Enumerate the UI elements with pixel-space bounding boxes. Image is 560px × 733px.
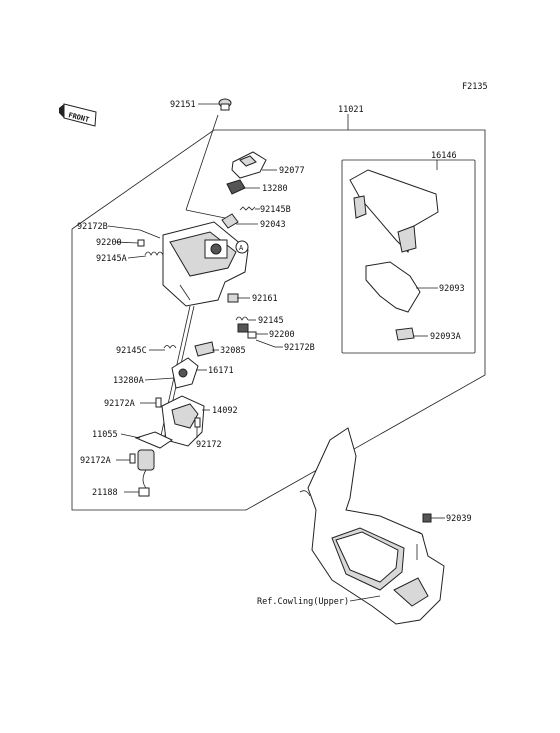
pin-92043 (221, 213, 239, 229)
screw-92172A-upper (155, 397, 162, 408)
lever-16171 (171, 357, 199, 389)
label-11055: 11055 (92, 430, 118, 440)
spring-92145 (235, 316, 249, 321)
label-92145B: 92145B (260, 205, 291, 215)
spring-92145B (239, 206, 256, 211)
label-92043: 92043 (260, 220, 286, 230)
cowling-upper-ref (299, 427, 445, 625)
svg-text:A: A (239, 244, 244, 252)
bolt-92151 (218, 98, 232, 111)
label-92145A: 92145A (96, 254, 127, 264)
bracket-11055 (134, 431, 174, 449)
label-92172A-upper: 92172A (104, 399, 135, 409)
label-14092: 14092 (212, 406, 238, 416)
label-16171: 16171 (208, 366, 234, 376)
label-92161: 92161 (252, 294, 278, 304)
label-92077: 92077 (279, 166, 305, 176)
part-92161 (227, 293, 239, 303)
pad-92093 (365, 261, 421, 313)
label-21188: 21188 (92, 488, 118, 498)
label-92172: 92172 (196, 440, 222, 450)
housing-main (162, 221, 249, 307)
screw-92172 (194, 417, 201, 428)
assembly-outline (71, 129, 486, 511)
label-13280: 13280 (262, 184, 288, 194)
label-13280A: 13280A (113, 376, 144, 386)
clip-92039 (422, 513, 432, 523)
figure-code: F2135 (462, 82, 488, 92)
washer-92200-right (247, 331, 257, 339)
label-16146: 16146 (431, 151, 457, 161)
label-11021: 11021 (338, 105, 364, 115)
label-92172A-lower: 92172A (80, 456, 111, 466)
pad-92093A (395, 327, 415, 341)
label-92172B-upper: 92172B (77, 222, 108, 232)
label-92039: 92039 (446, 514, 472, 524)
label-92093: 92093 (439, 284, 465, 294)
spring-92145C (163, 345, 177, 349)
label-92145: 92145 (258, 316, 284, 326)
spring-92145A (144, 251, 164, 256)
label-92145C: 92145C (116, 346, 147, 356)
part-32085 (194, 341, 215, 357)
subkit-box (341, 159, 476, 354)
label-92200-lower: 92200 (269, 330, 295, 340)
washer-92200-left (137, 239, 145, 247)
label-32085: 32085 (220, 346, 246, 356)
tray-16146 (349, 169, 439, 253)
solenoid-21188 (137, 449, 155, 497)
front-arrow-icon: FRONT (59, 103, 97, 127)
label-92093A: 92093A (430, 332, 461, 342)
screw-92172A-lower (129, 453, 136, 464)
cap-92077 (231, 151, 267, 179)
label-92151: 92151 (170, 100, 196, 110)
label-92200-upper: 92200 (96, 238, 122, 248)
label-ref-cowling-upper: Ref.Cowling(Upper) (257, 597, 349, 607)
latch-13280 (226, 179, 246, 195)
label-92172B-lower: 92172B (284, 343, 315, 353)
callout-a-upper: A (235, 240, 249, 254)
